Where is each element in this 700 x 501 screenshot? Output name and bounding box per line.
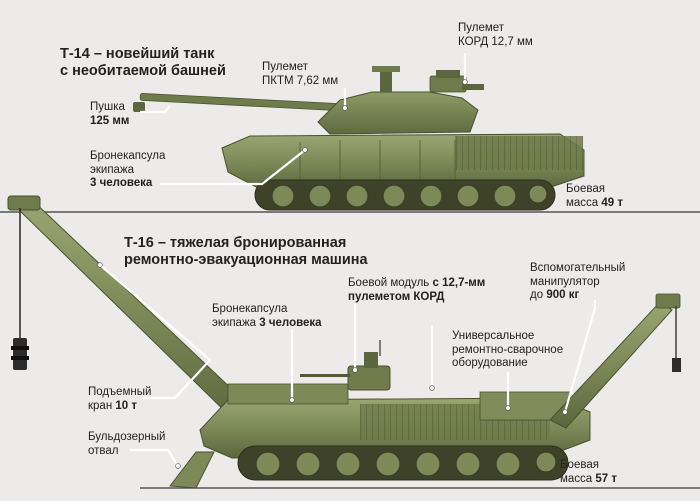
t16-aux-manipulator [549,301,673,429]
t16-crane-line2: кран 10 т [88,399,138,412]
t14-gun-value: 125 мм [90,114,130,127]
t14-road-wheels [271,184,548,208]
t14-capsule-line2: экипажа [90,163,135,176]
t16-arv-illustration [7,195,700,489]
t14-mg-kord-label: Пулемет КОРД 12,7 мм [458,22,533,49]
t16-mass-line1: Боевая [560,459,599,471]
t16-module-line2: пулеметом КОРД [348,290,445,303]
t16-welding-label: Универсальное ремонтно-сварочное оборудо… [452,330,563,371]
t14-gun-label: Пушка 125 мм [90,101,129,128]
t16-aux-manip-line2: манипулятор [530,275,600,288]
t16-crane-label: Подъемный кран 10 т [88,386,151,413]
t16-mass-line2: масса 57 т [560,472,618,485]
t14-turret [317,91,479,135]
t16-aux-manip-line1: Вспомогательный [530,262,626,274]
t14-mass-line1: Боевая [566,183,605,195]
t16-title-line1: Т-16 – тяжелая бронированная [124,235,347,251]
t14-capsule-value: 3 человека [90,177,153,189]
t16-dozer-line1: Бульдозерный [88,431,166,443]
t16-track [237,445,569,481]
t16-capsule-line1: Бронекапсула [212,303,288,315]
t16-aux-manip-label: Вспомогательный манипулятор до 900 кг [530,262,625,303]
t16-welding-line2: ремонтно-сварочное [452,343,564,356]
t14-mg-pktm-label: Пулемет ПКТМ 7,62 мм [262,61,338,88]
t14-title: Т-14 – новейший танк с необитаемой башне… [60,46,226,80]
t14-mg-kord-line2: КОРД 12,7 мм [458,35,533,48]
t14-mg-pktm-line1: Пулемет [262,61,309,73]
t16-title: Т-16 – тяжелая бронированная ремонтно-эв… [124,235,368,269]
t14-gun-line1: Пушка [90,101,125,113]
t16-module-line1: Боевой модуль с 12,7-мм [348,277,486,289]
t16-module-label: Боевой модуль с 12,7-мм пулеметом КОРД [348,277,485,304]
t16-dozer-blade [169,451,215,489]
t14-title-line1: Т-14 – новейший танк [60,46,215,62]
t16-capsule-line2: экипажа 3 человека [212,316,322,329]
t16-dozer-label: Бульдозерный отвал [88,431,165,458]
t16-crane-line1: Подъемный [88,386,152,398]
t14-capsule-label: Бронекапсула экипажа 3 человека [90,150,165,191]
t14-mg-kord-line1: Пулемет [458,22,505,34]
t16-mass-label: Боевая масса 57 т [560,459,617,486]
leader-lines [99,53,597,467]
t16-capsule-label: Бронекапсула экипажа 3 человека [212,303,322,330]
t16-title-line2: ремонтно-эвакуационная машина [124,252,368,268]
t16-dozer-line2: отвал [88,444,119,457]
t14-mg-pktm-line2: ПКТМ 7,62 мм [262,74,339,87]
t16-welding-line3: оборудование [452,357,528,369]
t14-mass-label: Боевая масса 49 т [566,183,623,210]
t16-aux-manip-line3: до 900 кг [530,289,580,301]
t16-crane-hook [13,338,27,370]
t14-tank-illustration [0,66,700,213]
t14-capsule-line1: Бронекапсула [90,150,166,162]
t14-gun-barrel [139,92,346,112]
t16-road-wheels [255,451,557,477]
t14-mass-line2: масса 49 т [566,196,624,209]
t14-title-line2: с необитаемой башней [60,63,226,79]
t16-welding-line1: Универсальное [452,330,535,342]
